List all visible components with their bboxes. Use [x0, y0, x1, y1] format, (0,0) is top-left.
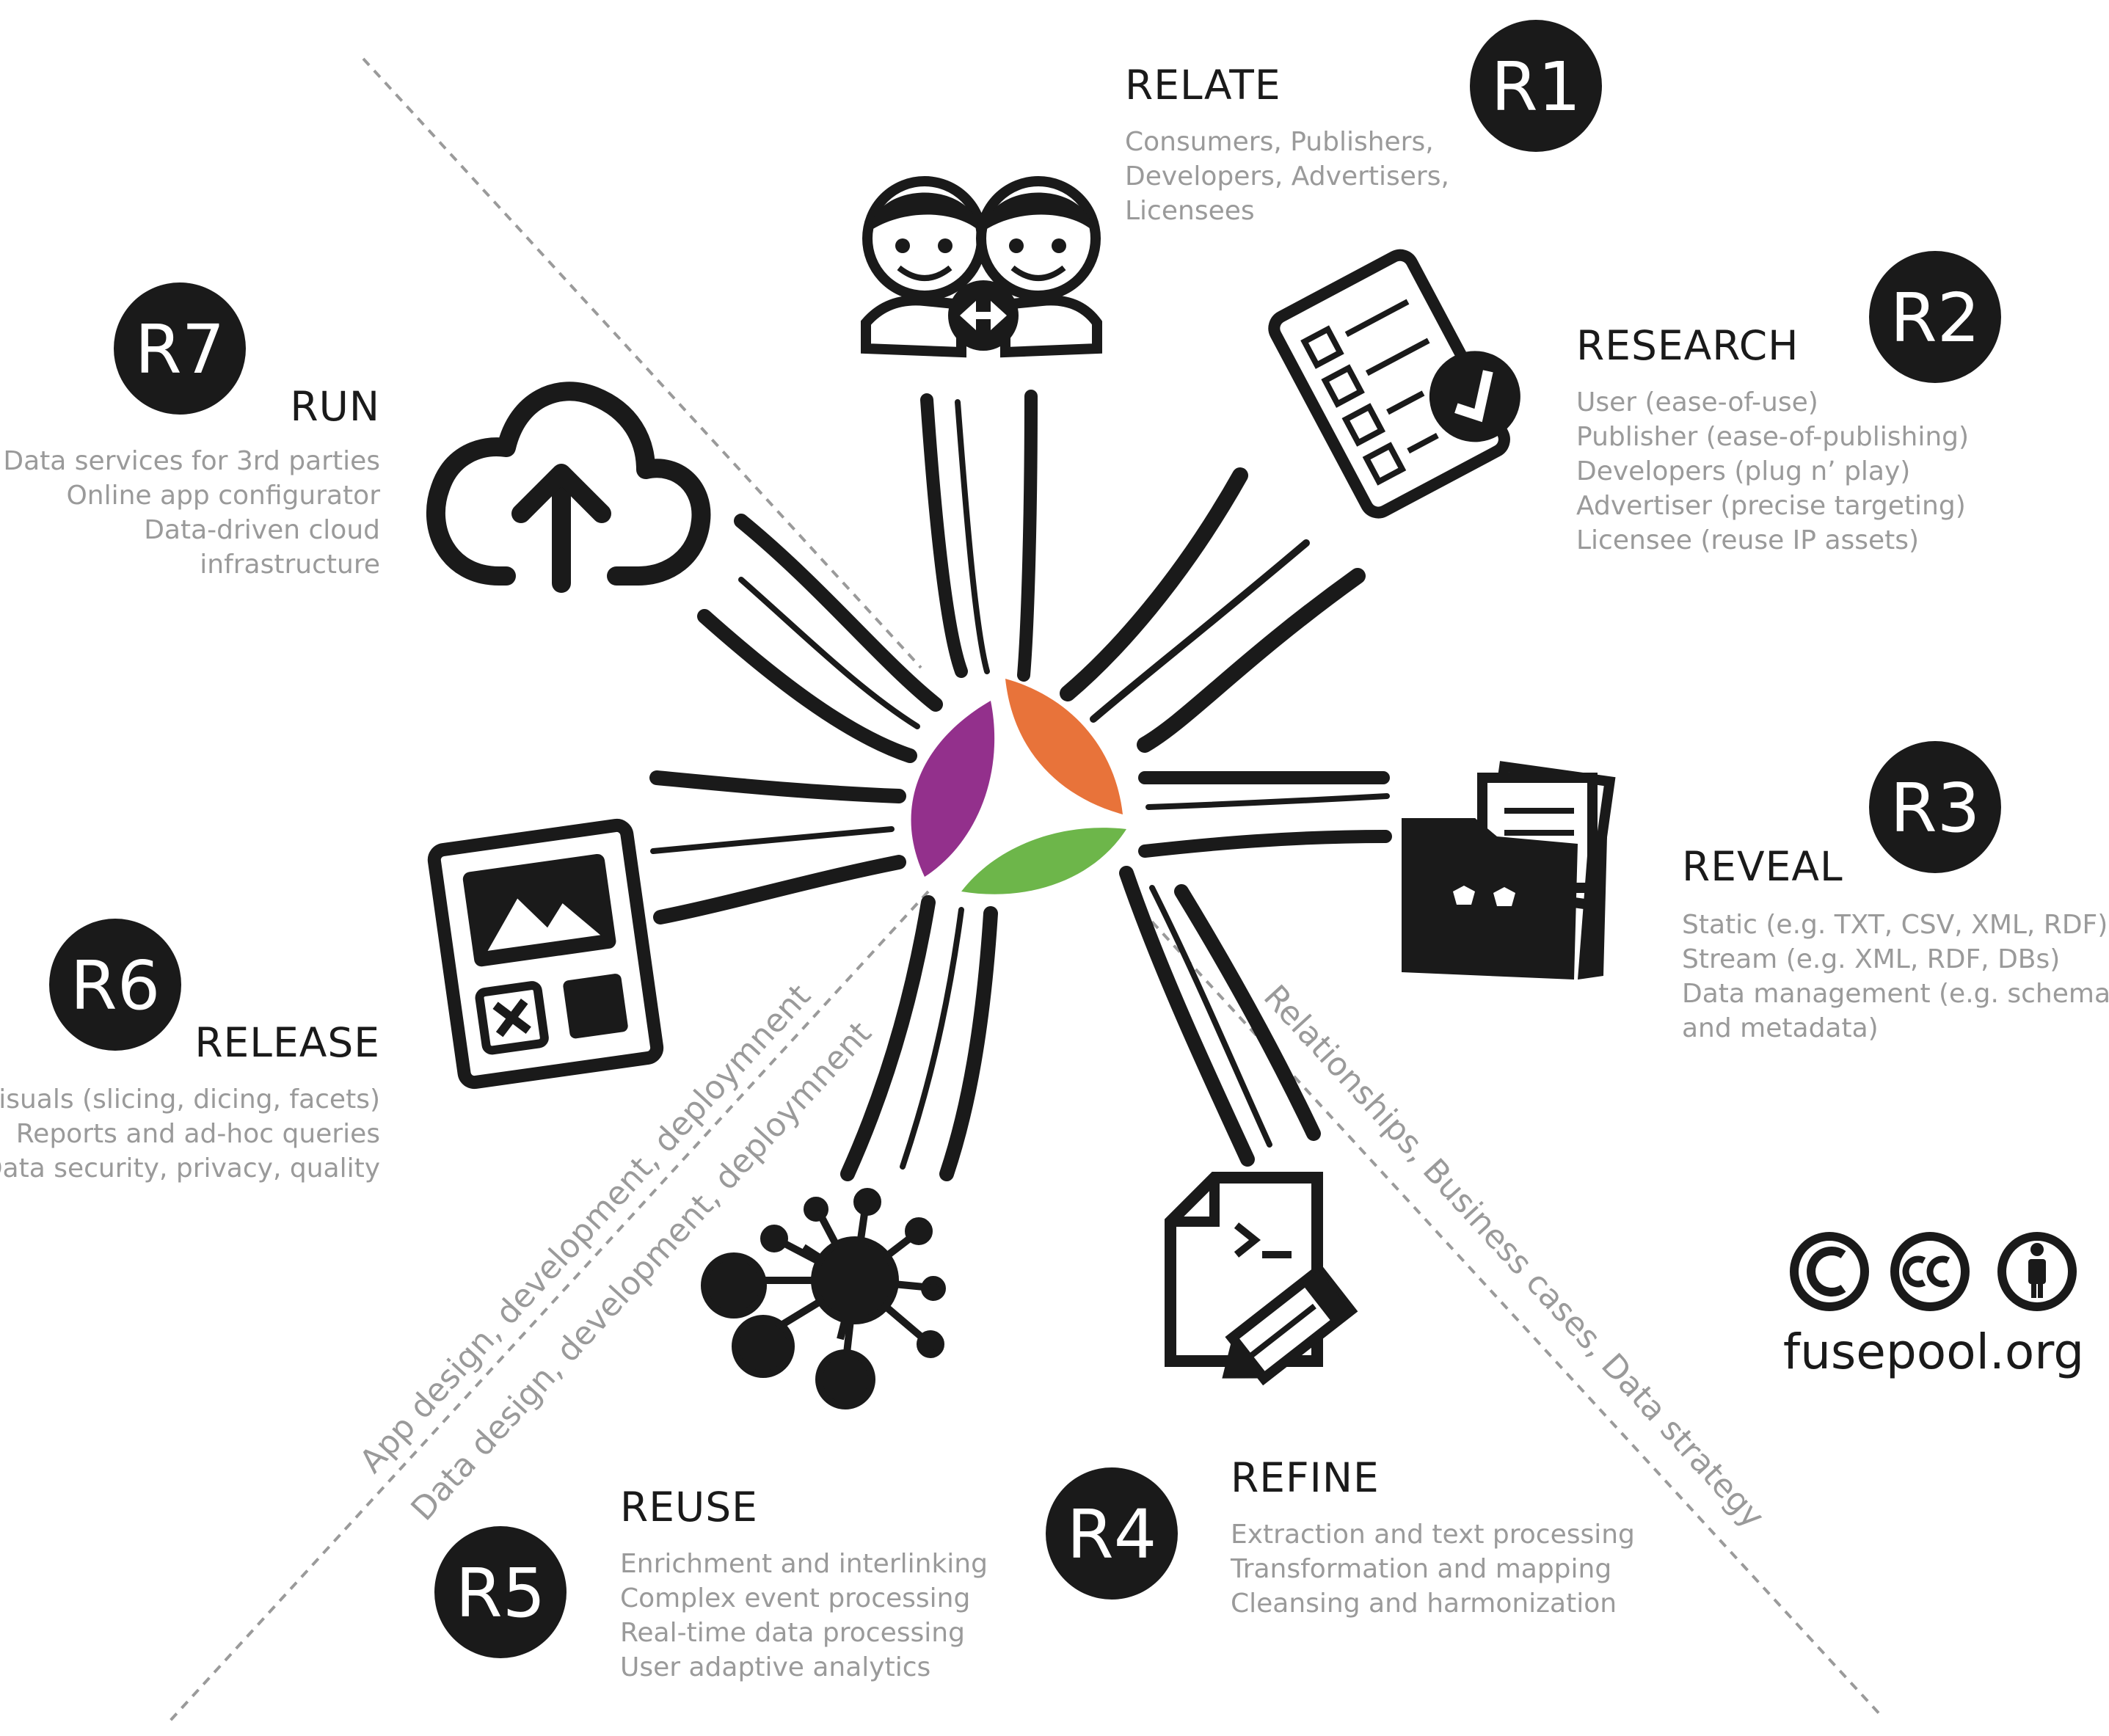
refine-item: Cleansing and harmonization — [1231, 1589, 1617, 1619]
research-item: Licensee (reuse IP assets) — [1576, 525, 1919, 555]
green-petal — [961, 828, 1126, 894]
research-item: User (ease-of-use) — [1576, 387, 1818, 417]
svg-text:R5: R5 — [456, 1554, 545, 1633]
research-item: Publisher (ease-of-publishing) — [1576, 422, 1969, 452]
creative-commons-icon — [1890, 1232, 1970, 1311]
svg-text:R1: R1 — [1491, 48, 1581, 126]
run-title: RUN — [290, 383, 380, 430]
relate-title: RELATE — [1125, 62, 1281, 109]
badge-r7: R7 — [114, 282, 246, 415]
badge-r4: R4 — [1046, 1467, 1178, 1600]
copyright-icon — [1790, 1232, 1869, 1311]
run-item: Online app configurator — [66, 481, 380, 511]
reveal-item: and metadata) — [1682, 1013, 1879, 1043]
run-item: Data services for 3rd parties — [3, 446, 380, 476]
relate-item: Licensees — [1125, 196, 1255, 226]
research-title: RESEARCH — [1576, 322, 1799, 369]
svg-text:R4: R4 — [1067, 1495, 1157, 1574]
refine-item: Transformation and mapping — [1230, 1554, 1611, 1584]
reuse-title: REUSE — [620, 1484, 758, 1531]
badge-r5: R5 — [434, 1526, 567, 1658]
connector-lines — [649, 390, 1392, 1181]
release-item: Visuals (slicing, dicing, facets) — [0, 1084, 380, 1115]
orange-petal — [1005, 679, 1123, 814]
run-item: Data-driven cloud — [144, 515, 380, 545]
reuse-item: Complex event processing — [620, 1583, 970, 1613]
divider-line-top-left — [362, 57, 922, 669]
reveal-title: REVEAL — [1682, 843, 1843, 890]
badge-r3: R3 — [1869, 741, 2001, 873]
reuse-item: Real-time data processing — [620, 1618, 965, 1648]
badge-r1: R1 — [1470, 20, 1602, 152]
svg-text:R7: R7 — [135, 310, 225, 389]
purple-petal — [911, 701, 995, 877]
release-title: RELEASE — [194, 1019, 380, 1066]
reveal-item: Static (e.g. TXT, CSV, XML, RDF) — [1682, 910, 2108, 940]
badge-r2: R2 — [1869, 251, 2001, 383]
reveal-item: Stream (e.g. XML, RDF, DBs) — [1682, 944, 2060, 974]
relate-item: Developers, Advertisers, — [1125, 161, 1449, 192]
folder-icon — [1402, 761, 1616, 980]
people-icon — [861, 176, 1102, 358]
script-edit-icon — [1165, 1172, 1358, 1386]
data-axis-label: Data design, development, deploymnent — [404, 1015, 879, 1528]
svg-text:R2: R2 — [1890, 279, 1980, 357]
reuse-item: Enrichment and interlinking — [620, 1549, 988, 1579]
cloud-upload-icon — [426, 382, 711, 593]
release-item: Data security, privacy, quality — [0, 1153, 380, 1184]
research-item: Developers (plug n’ play) — [1576, 456, 1910, 486]
checklist-icon — [1268, 249, 1520, 519]
research-item: Advertiser (precise targeting) — [1576, 491, 1966, 521]
dashboard-icon — [427, 818, 664, 1090]
attribution-icon — [1997, 1232, 2077, 1311]
business-axis-label: Relationships, Business cases, Data stra… — [1256, 978, 1771, 1536]
refine-title: REFINE — [1231, 1454, 1380, 1501]
badge-r6: R6 — [49, 919, 181, 1051]
refine-item: Extraction and text processing — [1231, 1520, 1635, 1550]
central-logo — [911, 679, 1126, 894]
svg-text:R6: R6 — [70, 947, 160, 1025]
reveal-item: Data management (e.g. schemas — [1682, 979, 2109, 1009]
site-url: fusepool.org — [1783, 1324, 2084, 1380]
relate-item: Consumers, Publishers, — [1125, 127, 1434, 157]
reuse-item: User adaptive analytics — [620, 1652, 930, 1682]
network-icon — [701, 1188, 946, 1409]
run-item: infrastructure — [200, 550, 380, 580]
svg-text:R3: R3 — [1890, 769, 1980, 847]
release-item: Reports and ad-hoc queries — [16, 1119, 380, 1149]
